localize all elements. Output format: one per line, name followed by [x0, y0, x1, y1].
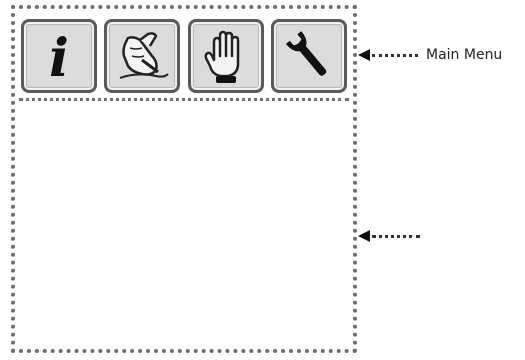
- content-area-callout: [358, 230, 428, 242]
- pointing-hand-icon: [119, 31, 170, 79]
- stop-button[interactable]: [187, 18, 264, 93]
- callout-label-main-menu: Main Menu: [426, 47, 503, 63]
- leader-line: [372, 234, 420, 238]
- settings-button[interactable]: [270, 18, 347, 93]
- leader-line: [372, 53, 418, 57]
- info-icon: i: [49, 28, 69, 86]
- arrow-left-icon: [358, 49, 370, 61]
- point-button[interactable]: [104, 18, 181, 93]
- info-button[interactable]: i: [21, 18, 97, 93]
- main-menu-callout: Main Menu: [358, 47, 502, 63]
- arrow-left-icon: [358, 230, 370, 242]
- wrench-icon: [285, 30, 327, 76]
- svg-text:i: i: [49, 28, 69, 86]
- main-menu-bar: i: [19, 13, 349, 101]
- raised-hand-icon: [204, 30, 239, 83]
- device-screen: i: [11, 5, 357, 353]
